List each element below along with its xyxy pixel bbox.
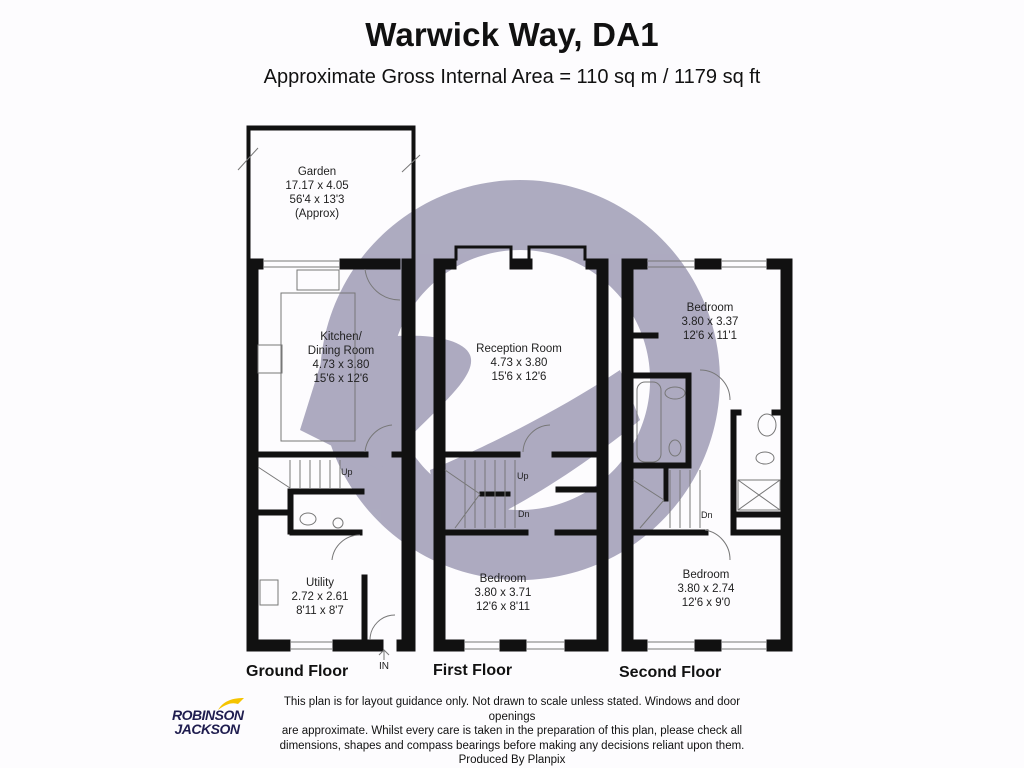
stairs-up-label: Up bbox=[517, 471, 529, 481]
room-name: Bedroom bbox=[686, 302, 734, 314]
room-name: Garden bbox=[297, 166, 337, 178]
logo-line2: JACKSON bbox=[174, 721, 240, 737]
floor-label-ground: Ground Floor bbox=[246, 663, 349, 680]
walls bbox=[246, 125, 793, 652]
room-name: Bedroom bbox=[479, 573, 527, 585]
disclaimer-line: This plan is for layout guidance only. N… bbox=[283, 696, 741, 723]
room-bedroom-second-rear: Bedroom 3.80 x 3.37 12'6 x 11'1 bbox=[682, 301, 739, 343]
stairs-down-label: Dn bbox=[701, 510, 713, 520]
room-dimensions-metric: 3.80 x 3.37 bbox=[681, 316, 739, 328]
room-reception: Reception Room 4.73 x 3.80 15'6 x 12'6 bbox=[476, 342, 562, 384]
room-name-line2: Dining Room bbox=[307, 345, 375, 357]
room-dimensions-imperial: 15'6 x 12'6 bbox=[491, 371, 547, 383]
room-dimensions-metric: 4.73 x 3.80 bbox=[312, 359, 370, 371]
agency-logo: ROBINSON JACKSON bbox=[172, 698, 244, 737]
room-dimensions-imperial: 12'6 x 9'0 bbox=[681, 597, 731, 609]
room-dimensions-metric: 3.80 x 2.74 bbox=[677, 583, 735, 595]
watermark-logo-icon bbox=[300, 180, 720, 580]
room-dimensions-imperial: 12'6 x 11'1 bbox=[682, 330, 738, 342]
room-garden: Garden 17.17 x 4.05 56'4 x 13'3 (Approx) bbox=[285, 165, 348, 221]
room-name: Reception Room bbox=[476, 343, 562, 355]
room-dimensions-metric: 4.73 x 3.80 bbox=[490, 357, 548, 369]
room-name: Bedroom bbox=[682, 569, 730, 581]
room-note: (Approx) bbox=[294, 208, 340, 220]
disclaimer-line: dimensions, shapes and compass bearings … bbox=[279, 739, 745, 752]
swoosh-icon bbox=[218, 698, 244, 710]
plan-title: Warwick Way, DA1 bbox=[365, 16, 659, 53]
room-kitchen-dining: Kitchen/ Dining Room 4.73 x 3.80 15'6 x … bbox=[308, 330, 374, 386]
room-dimensions-imperial: 8'11 x 8'7 bbox=[296, 605, 344, 617]
gross-area-subtitle: Approximate Gross Internal Area = 110 sq… bbox=[263, 66, 761, 88]
room-name: Utility bbox=[305, 577, 335, 589]
floor-label-first: First Floor bbox=[433, 662, 513, 679]
room-dimensions-imperial: 56'4 x 13'3 bbox=[289, 194, 345, 206]
disclaimer-line: are approximate. Whilst every care is ta… bbox=[281, 725, 743, 737]
disclaimer-text: This plan is for layout guidance only. N… bbox=[262, 695, 762, 768]
room-bedroom-second-front: Bedroom 3.80 x 2.74 12'6 x 9'0 bbox=[678, 568, 735, 610]
room-dimensions-imperial: 15'6 x 12'6 bbox=[313, 373, 369, 385]
room-dimensions-metric: 17.17 x 4.05 bbox=[285, 180, 349, 192]
room-dimensions-metric: 3.80 x 3.71 bbox=[474, 587, 532, 599]
stairs-down-label: Dn bbox=[518, 509, 530, 519]
room-utility: Utility 2.72 x 2.61 8'11 x 8'7 bbox=[292, 576, 349, 618]
room-bedroom-first: Bedroom 3.80 x 3.71 12'6 x 8'11 bbox=[475, 572, 532, 614]
producer-credit: Produced By Planpix bbox=[458, 754, 566, 766]
room-name: Kitchen/ bbox=[320, 331, 362, 343]
entrance-label: IN bbox=[379, 661, 389, 672]
room-dimensions-imperial: 12'6 x 8'11 bbox=[475, 601, 531, 613]
floor-label-second: Second Floor bbox=[619, 664, 722, 681]
logo-line1: ROBINSON bbox=[172, 707, 244, 723]
stairs-up-label: Up bbox=[341, 467, 353, 477]
room-dimensions-metric: 2.72 x 2.61 bbox=[291, 591, 349, 603]
